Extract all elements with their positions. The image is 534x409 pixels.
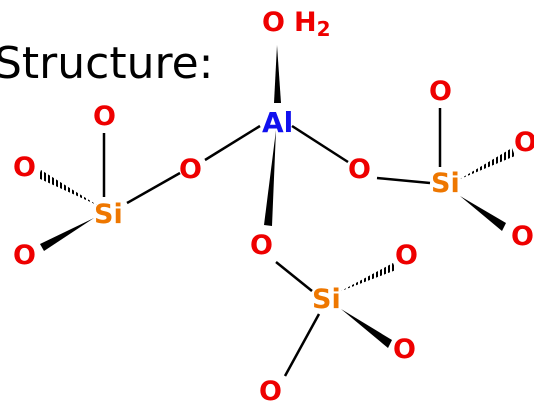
al-o-left-bond: [204, 124, 261, 162]
terminal-oxygen-bottom-hashed: O: [395, 240, 418, 271]
bottom-si-o-hashed-bond: [341, 263, 396, 291]
bridging-oxygen-right: O: [348, 154, 371, 185]
terminal-oxygen-right-hashed: O: [514, 127, 534, 158]
terminal-oxygen-left-wedge: O: [13, 240, 36, 271]
silicon-right-label: Si: [431, 168, 460, 199]
left-si-o-bridge-bond: [126, 171, 181, 205]
al-o-right-bond: [291, 124, 349, 164]
terminal-oxygen-bottom-down: O: [259, 376, 282, 407]
right-si-o-wedge-bond: [460, 196, 506, 231]
bottom-si-o-down-bond: [283, 313, 321, 377]
bonds: [38, 45, 515, 377]
right-si-o-bridge-bond: [376, 176, 431, 185]
bottom-si-o-bridge-bond: [275, 261, 313, 292]
bridging-oxygen-left: O: [179, 154, 202, 185]
right-si-o-hashed-bond: [460, 148, 515, 179]
terminal-oxygen-right-wedge: O: [511, 221, 534, 252]
left-si-o-wedge-bond: [40, 218, 94, 251]
water-subscript: 2: [317, 17, 331, 41]
al-water-wedge-bond: [274, 45, 281, 103]
bridging-oxygen-bottom: O: [250, 230, 273, 261]
caption: Structure:: [0, 38, 214, 89]
terminal-oxygen-left-hashed: O: [13, 152, 36, 183]
al-o-bottom-wedge-bond: [264, 130, 276, 226]
atom-labels: O H2 Al O O O Si Si Si O O O O O O O O O: [13, 7, 534, 407]
silicon-left-label: Si: [94, 199, 123, 230]
water-oxygen-label: O: [262, 7, 285, 38]
terminal-oxygen-bottom-wedge: O: [393, 334, 416, 365]
silicon-bottom-label: Si: [312, 284, 341, 315]
left-si-o-hashed-bond: [38, 170, 97, 205]
terminal-oxygen-left-top: O: [93, 101, 116, 132]
terminal-oxygen-right-top: O: [429, 76, 452, 107]
water-hydrogen-label: H2: [294, 7, 331, 41]
bottom-si-o-wedge-bond: [341, 309, 392, 348]
water-hydrogen-symbol: H: [294, 7, 317, 38]
aluminum-label: Al: [262, 106, 293, 139]
